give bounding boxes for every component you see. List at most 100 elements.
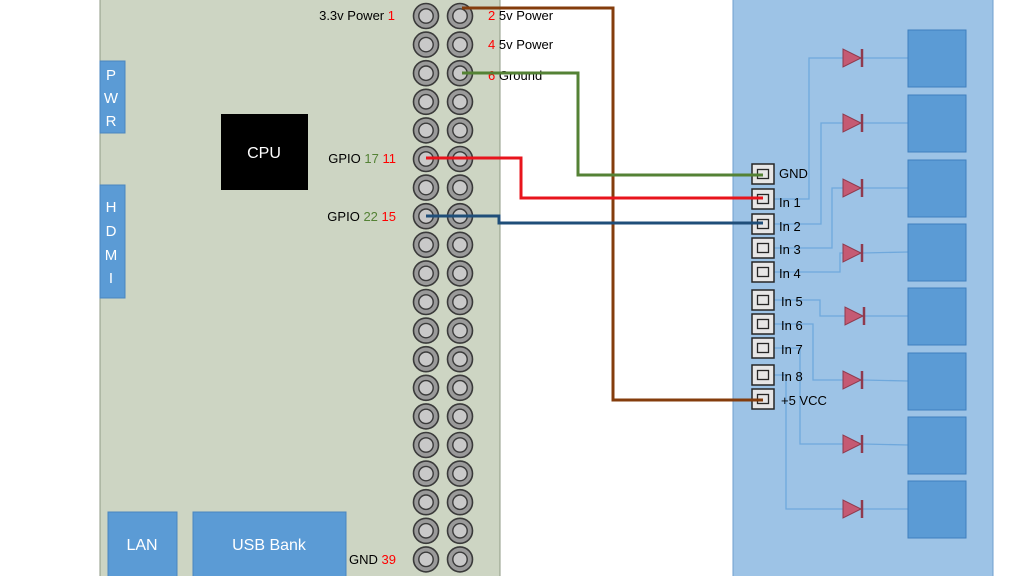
terminal-label-in2: In 2 (779, 219, 801, 234)
diode-icon (842, 499, 864, 519)
diode-icon (842, 370, 864, 390)
diode-icon (842, 243, 864, 263)
header-pin (412, 231, 440, 259)
relay-module (907, 94, 967, 153)
hdmi-letter: M (105, 247, 118, 264)
header-pin (446, 260, 474, 287)
relay-module (907, 287, 967, 346)
usb-port-bank: USB Bank (192, 511, 347, 576)
pin6-name: Ground (499, 68, 542, 83)
pin4-name: 5v Power (499, 37, 554, 52)
usb-label: USB Bank (232, 537, 307, 554)
pin11-name: GPIO (328, 151, 361, 166)
header-pin (412, 546, 440, 573)
relay-terminal (751, 289, 775, 311)
header-pin (446, 88, 474, 116)
diode-icon (842, 48, 864, 68)
relay-module (907, 159, 967, 218)
hdmi-letter: I (109, 270, 113, 287)
header-pin (446, 546, 474, 573)
pin39-number: 39 (382, 552, 396, 567)
header-pin (412, 488, 440, 516)
relay-trace (862, 443, 909, 446)
terminal-label-in1: In 1 (779, 195, 801, 210)
relay-module (907, 480, 967, 539)
header-pin (446, 488, 474, 516)
header-pin (446, 174, 474, 201)
hdmi-port: H D M I (99, 184, 126, 299)
terminal-label-vcc: +5 VCC (781, 393, 827, 408)
relay-terminal (751, 237, 775, 259)
pin1-label: 3.3v Power 1 (319, 8, 395, 23)
header-pin (412, 117, 440, 144)
header-pin (412, 31, 440, 58)
terminal-label-in4: In 4 (779, 266, 801, 281)
header-pin (412, 345, 440, 373)
header-pin (412, 260, 440, 287)
relay-trace (774, 57, 843, 200)
header-pin (446, 231, 474, 259)
relay-module (907, 29, 967, 88)
pwr-letter: W (104, 90, 119, 107)
relay-trace (774, 347, 843, 445)
lan-label: LAN (126, 537, 157, 554)
pwr-letter: P (106, 67, 116, 84)
relay-traces (774, 57, 909, 510)
gpio-header (412, 2, 474, 573)
relay-terminal (751, 364, 775, 386)
header-pin (446, 59, 474, 87)
pin1-number: 1 (388, 8, 395, 23)
header-pin (412, 403, 440, 430)
header-pin (412, 2, 440, 30)
pin39-name: GND (349, 552, 378, 567)
relay-trace (862, 379, 909, 382)
terminal-label-in8: In 8 (781, 369, 803, 384)
relay-module (907, 352, 967, 411)
pin6-label: 6 Ground (488, 68, 542, 83)
pwr-port: P W R (99, 60, 126, 134)
header-pin (446, 288, 474, 316)
pin4-number: 4 (488, 37, 495, 52)
header-pin (412, 517, 440, 545)
pi-board-background (99, 0, 501, 576)
header-pin (446, 460, 474, 487)
relay-trace (774, 187, 843, 249)
cpu-chip: CPU (221, 114, 308, 190)
relay-trace (774, 122, 843, 225)
header-pin (412, 59, 440, 87)
relay-board (732, 0, 994, 576)
lan-port: LAN (107, 511, 178, 576)
pin6-number: 6 (488, 68, 495, 83)
relay-trace (774, 252, 843, 273)
cpu-label: CPU (247, 145, 281, 162)
diode-icon (842, 434, 864, 454)
pin15-number: 15 (382, 209, 396, 224)
hdmi-letter: D (106, 223, 117, 240)
terminal-label-in5: In 5 (781, 294, 803, 309)
pin15-gpio: 22 (363, 209, 377, 224)
header-pin (446, 2, 474, 30)
header-pin (412, 174, 440, 201)
header-pin (412, 460, 440, 487)
pin2-label: 2 5v Power (488, 8, 554, 23)
pin2-name: 5v Power (499, 8, 554, 23)
diode-icon (844, 306, 866, 326)
header-pin (446, 317, 474, 344)
pin39-label: GND 39 (349, 552, 396, 567)
header-pin (446, 403, 474, 430)
relay-trace (774, 299, 845, 317)
wire-gpio17 (426, 156, 763, 200)
diode-icon (842, 113, 864, 133)
relay-trace (774, 374, 843, 510)
header-pin (446, 374, 474, 402)
relay-module (907, 416, 967, 475)
relay-modules (907, 29, 967, 539)
pin-labels: 3.3v Power 1 2 5v Power 4 5v Power 6 Gro… (319, 8, 554, 567)
jumper-wires (426, 6, 763, 402)
wire-power-5v (462, 6, 763, 402)
pin15-label: GPIO 22 15 (327, 209, 396, 224)
pin2-number: 2 (488, 8, 495, 23)
header-pin (412, 431, 440, 459)
header-pin (412, 317, 440, 344)
